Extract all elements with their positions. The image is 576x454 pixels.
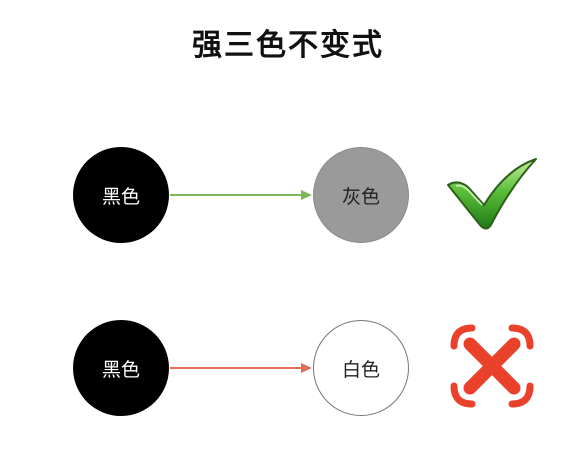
node-label: 黑色 bbox=[101, 358, 140, 381]
node-gray: 灰色 bbox=[313, 147, 409, 243]
node-label: 灰色 bbox=[341, 185, 380, 208]
red-cross-icon bbox=[450, 324, 534, 408]
diagram-title: 强三色不变式 bbox=[192, 28, 384, 63]
node-black-row1: 黑色 bbox=[73, 147, 169, 243]
arrow-black-to-white bbox=[170, 363, 312, 373]
green-check-icon bbox=[447, 158, 537, 230]
node-black-row2: 黑色 bbox=[73, 320, 169, 416]
node-white: 白色 bbox=[313, 320, 409, 416]
node-label: 黑色 bbox=[101, 185, 140, 208]
node-label: 白色 bbox=[341, 358, 380, 381]
arrow-black-to-gray bbox=[170, 190, 312, 200]
